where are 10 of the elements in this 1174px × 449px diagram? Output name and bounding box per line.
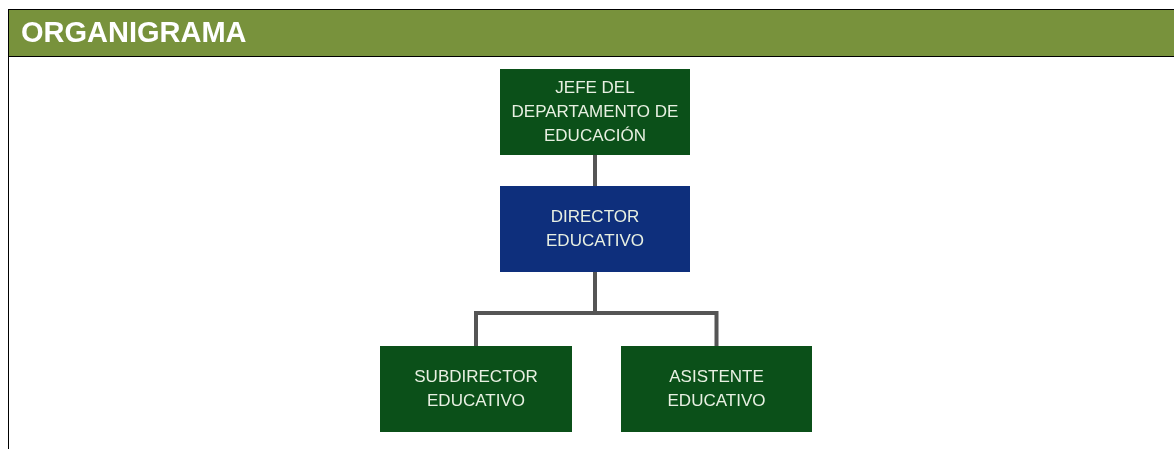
role-label: ASISTENTE EDUCATIVO — [666, 366, 767, 412]
org-box — [621, 346, 812, 432]
title: ORGANIGRAMA — [21, 15, 247, 51]
role-label: SUBDIRECTOR EDUCATIVO — [413, 366, 539, 412]
connector-line — [593, 155, 597, 186]
role-label: JEFE DEL DEPARTAMENTO DE EDUCACIÓN — [510, 77, 680, 147]
org-box — [500, 69, 690, 155]
org-box — [500, 186, 690, 272]
role-label: DIRECTOR EDUCATIVO — [545, 206, 645, 252]
org-box — [380, 346, 572, 432]
